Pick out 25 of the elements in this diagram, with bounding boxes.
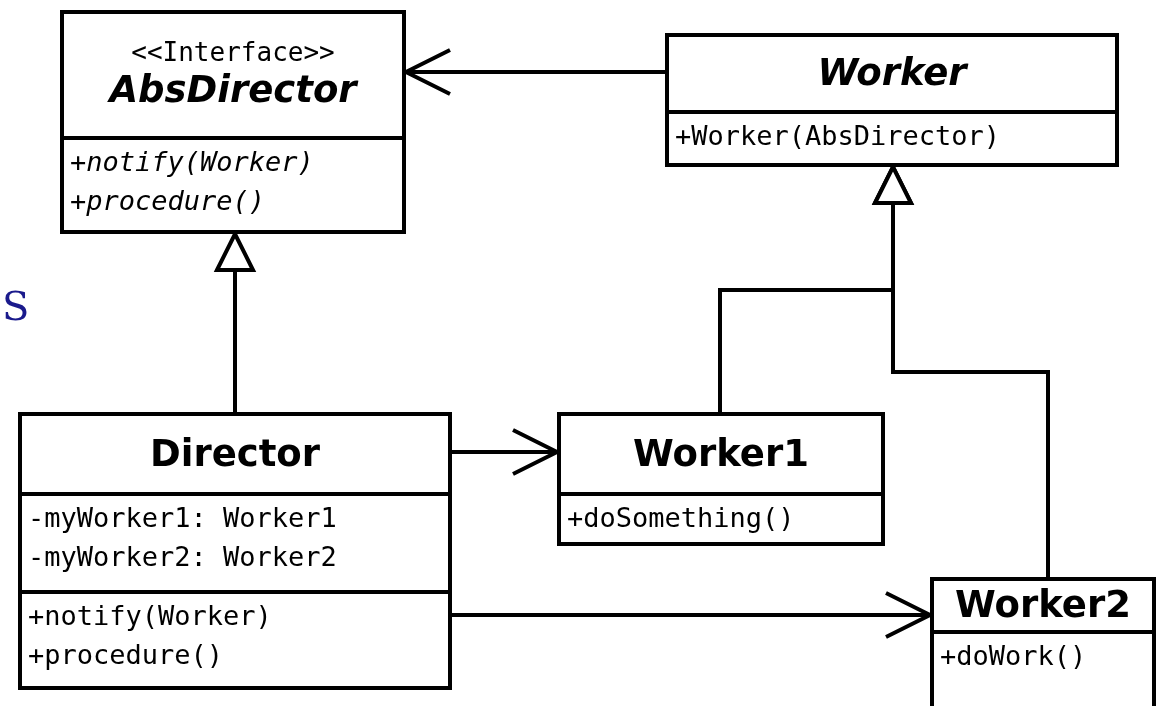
association-arrow <box>452 428 559 476</box>
inheritance-arrow <box>873 165 1050 577</box>
class-name: Worker1 <box>633 431 809 477</box>
member-text: +procedure() <box>28 638 224 673</box>
class-box <box>60 10 406 234</box>
inheritance-arrow <box>215 232 255 412</box>
member-text: +doSomething() <box>567 501 795 535</box>
text-fragment: S <box>2 286 30 326</box>
class-name: Worker2 <box>955 583 1131 628</box>
stereotype-label: <<Interface>> <box>131 37 335 69</box>
member-text: +procedure() <box>70 184 266 219</box>
class-name: Director <box>150 431 320 477</box>
class-box <box>930 577 1156 706</box>
class-box <box>665 33 1119 167</box>
member-text: +doWork() <box>940 639 1087 673</box>
member-text: -myWorker2: Worker2 <box>28 540 337 575</box>
class-name: Worker <box>817 51 967 96</box>
class-box <box>18 412 452 690</box>
class-box <box>557 412 885 546</box>
class-name: AbsDirector <box>109 68 357 113</box>
member-text: -myWorker1: Worker1 <box>28 501 337 535</box>
member-text: +notify(Worker) <box>70 145 314 179</box>
association-arrow <box>452 591 932 639</box>
member-text: +notify(Worker) <box>28 599 272 633</box>
member-text: +Worker(AbsDirector) <box>675 119 1001 153</box>
